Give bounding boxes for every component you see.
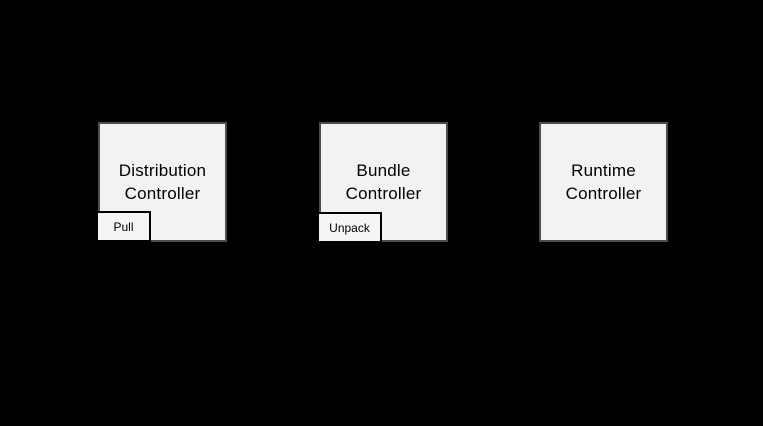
pull-action-label: Pull [113,219,134,234]
runtime-controller-node: Runtime Controller [539,122,668,242]
runtime-controller-label: Runtime Controller [565,161,642,203]
distribution-controller-label: Distribution Controller [118,161,207,203]
unpack-action-label: Unpack [329,220,370,235]
bundle-controller-label: Bundle Controller [345,161,422,203]
pull-action-box: Pull [96,211,151,242]
unpack-action-box: Unpack [317,212,382,243]
